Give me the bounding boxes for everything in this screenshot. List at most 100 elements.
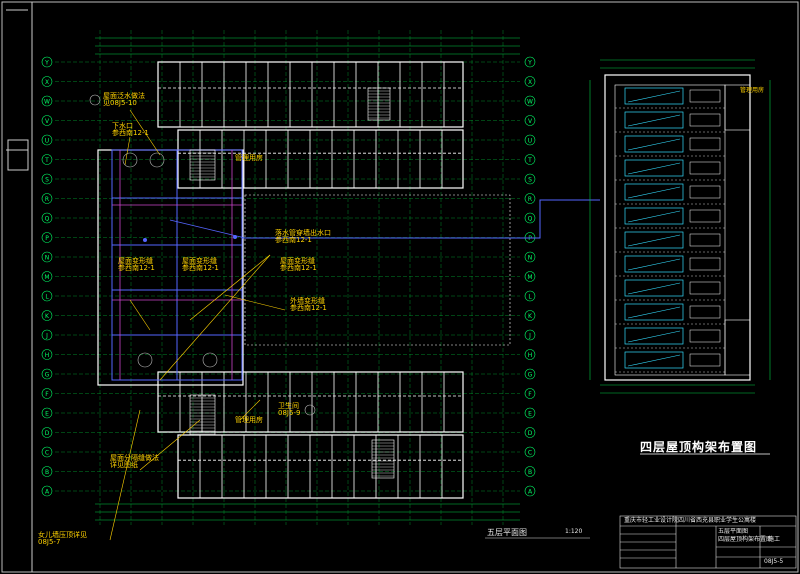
axis-label: S — [528, 177, 532, 184]
main-plan-title: 五层平面图 — [487, 528, 527, 537]
axis-label: X — [45, 79, 49, 86]
annotation-office-3: 管理用房 — [740, 87, 765, 94]
annotation-wall-joint: 外墙变形缝参西南12-1 — [290, 297, 327, 312]
axis-bubble — [41, 290, 53, 302]
axis-label: A — [45, 489, 50, 496]
axis-label: J — [528, 333, 531, 340]
axis-bubble — [524, 427, 536, 438]
axis-label: T — [527, 157, 532, 164]
axis-bubble — [41, 329, 53, 341]
annotation-drain: 下水口参西南12-1 — [112, 122, 149, 137]
roof-frame-plan — [589, 59, 771, 394]
tb-stage: 施工 — [768, 536, 781, 543]
axis-label: H — [45, 352, 50, 359]
annotation-split-joint: 屋面分隔缝做法详见图纸 — [110, 454, 159, 469]
axis-bubble — [524, 466, 536, 477]
axis-bubble — [524, 76, 536, 87]
tb-project: 四川省西充县职业学生公寓楼 — [678, 517, 757, 524]
axis-label: D — [45, 430, 50, 437]
axis-bubble — [41, 485, 53, 497]
axis-label: A — [528, 489, 533, 496]
axis-label: T — [44, 157, 49, 164]
axis-label: U — [45, 138, 49, 145]
axis-label: B — [45, 469, 49, 476]
tb-company: 重庆市轻工业设计院 — [624, 517, 679, 524]
axis-label: U — [528, 138, 532, 145]
axis-label: E — [528, 411, 532, 418]
axis-bubble — [41, 466, 53, 477]
axis-label: V — [528, 118, 533, 125]
axis-bubble — [524, 193, 536, 204]
annotation-office-2: 管理用房 — [235, 416, 263, 424]
tb-drawing-no: 08J5-5 — [764, 558, 784, 565]
axis-bubble — [524, 485, 536, 497]
axis-bubble — [41, 173, 53, 185]
axis-bubble — [524, 407, 536, 419]
axis-bubble — [524, 329, 536, 341]
annotation-roof-joint-2: 屋面变形缝参西南12-1 — [182, 257, 219, 272]
axis-bubble — [41, 232, 53, 243]
annotation-flashing: 屋面泛水做法见08J5-10 — [103, 92, 145, 107]
axis-bubble — [524, 154, 536, 165]
axis-label: H — [528, 352, 533, 359]
tb-name-2: 四层屋顶构架布置图 — [718, 536, 773, 543]
axis-bubble — [524, 115, 536, 126]
axis-bubble — [41, 368, 53, 380]
axis-label: N — [45, 255, 50, 262]
axis-label: L — [45, 294, 49, 301]
tb-name-1: 五层平面图 — [718, 528, 749, 535]
axis-label: W — [527, 99, 533, 106]
axis-label: J — [45, 333, 48, 340]
axis-label: R — [528, 196, 532, 203]
axis-bubble — [524, 310, 536, 321]
axis-bubble — [41, 76, 53, 87]
axis-bubble — [41, 446, 53, 458]
axis-label: F — [45, 391, 49, 398]
axis-label: G — [45, 372, 50, 379]
binding-strip — [7, 139, 29, 171]
axis-label: R — [45, 196, 49, 203]
axis-bubble — [524, 368, 536, 380]
axis-label: Y — [44, 60, 49, 67]
axis-bubble — [41, 349, 53, 360]
axis-label: G — [528, 372, 533, 379]
axis-bubble — [524, 446, 536, 458]
title-block — [619, 515, 797, 569]
axis-bubble — [41, 427, 53, 438]
axis-label: K — [45, 313, 50, 320]
axis-bubble — [524, 349, 536, 360]
axis-bubble — [524, 290, 536, 302]
annotation-downpipe: 落水管穿墙出水口参西南12-1 — [275, 229, 331, 244]
axis-label: K — [528, 313, 533, 320]
annotation-roof-joint-3: 屋面变形缝参西南12-1 — [280, 257, 317, 272]
axis-bubble — [524, 56, 536, 68]
axis-bubble — [41, 95, 53, 107]
axis-label: D — [528, 430, 533, 437]
axis-label: Q — [528, 216, 533, 223]
axis-label: X — [528, 79, 532, 86]
axis-bubble — [41, 193, 53, 204]
axis-bubble — [41, 388, 53, 399]
axis-bubble — [41, 251, 53, 263]
axis-label: W — [44, 99, 50, 106]
roof-plan-title: 四层屋顶构架布置图 — [640, 440, 758, 454]
axis-label: C — [45, 450, 49, 457]
axis-bubble — [41, 56, 53, 68]
axis-label: F — [528, 391, 532, 398]
axis-label: V — [45, 118, 50, 125]
annotation-roof-joint-1: 屋面变形缝参西南12-1 — [118, 257, 155, 272]
axis-label: Y — [527, 60, 532, 67]
axis-label: P — [45, 235, 49, 242]
axis-label: E — [45, 411, 49, 418]
axis-bubble — [41, 407, 53, 419]
axis-bubble — [524, 173, 536, 185]
axis-label: S — [45, 177, 49, 184]
annotation-office-1: 管理用房 — [235, 154, 263, 162]
axis-label: Q — [45, 216, 50, 223]
axis-label: B — [528, 469, 532, 476]
axis-bubble — [41, 271, 53, 282]
